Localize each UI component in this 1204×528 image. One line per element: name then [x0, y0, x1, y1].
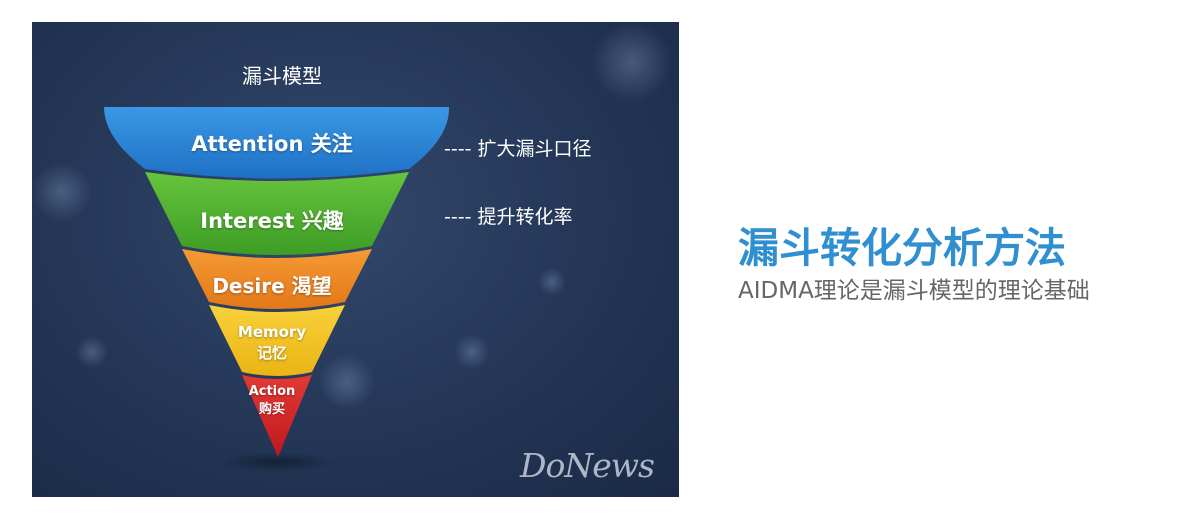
funnel-graphic — [32, 22, 672, 472]
stage-label-action-cn: 购买 — [258, 402, 285, 417]
slide-headline: 漏斗转化分析方法 — [738, 224, 1066, 272]
watermark-logo: DoNews — [520, 446, 655, 485]
stage-label-desire: Desire 渴望 — [212, 274, 332, 298]
stage-label-action: Action 购买 — [237, 383, 307, 419]
stage-label-action-en: Action — [248, 384, 296, 399]
bokeh-light — [76, 336, 108, 368]
stage-label-attention: Attention 关注 — [191, 132, 353, 156]
note-improve-conversion: ---- 提升转化率 — [444, 206, 573, 228]
bokeh-light — [319, 354, 375, 410]
note-expand-funnel: ---- 扩大漏斗口径 — [444, 138, 592, 160]
stage-label-memory: Memory 记忆 — [212, 322, 332, 364]
bokeh-light — [32, 162, 92, 222]
stage-label-memory-en: Memory — [237, 323, 307, 341]
stage-label-memory-cn: 记忆 — [256, 344, 287, 362]
slide-subtitle: AIDMA理论是漏斗模型的理论基础 — [738, 278, 1090, 304]
bokeh-light — [454, 334, 490, 370]
funnel-diagram-image: 漏斗模型 Attention 关注 Interest 兴趣 Desire 渴望 … — [32, 22, 679, 497]
bokeh-light — [592, 22, 672, 102]
funnel-stage-interest — [145, 172, 409, 255]
funnel-stage-attention — [104, 107, 450, 179]
bokeh-light — [538, 268, 566, 296]
stage-label-interest: Interest 兴趣 — [200, 209, 344, 233]
funnel-stage-memory — [209, 305, 345, 376]
diagram-title: 漏斗模型 — [242, 64, 322, 88]
funnel-stage-desire — [182, 249, 372, 309]
funnel-shadow — [217, 452, 337, 472]
funnel-stage-action — [242, 375, 312, 457]
